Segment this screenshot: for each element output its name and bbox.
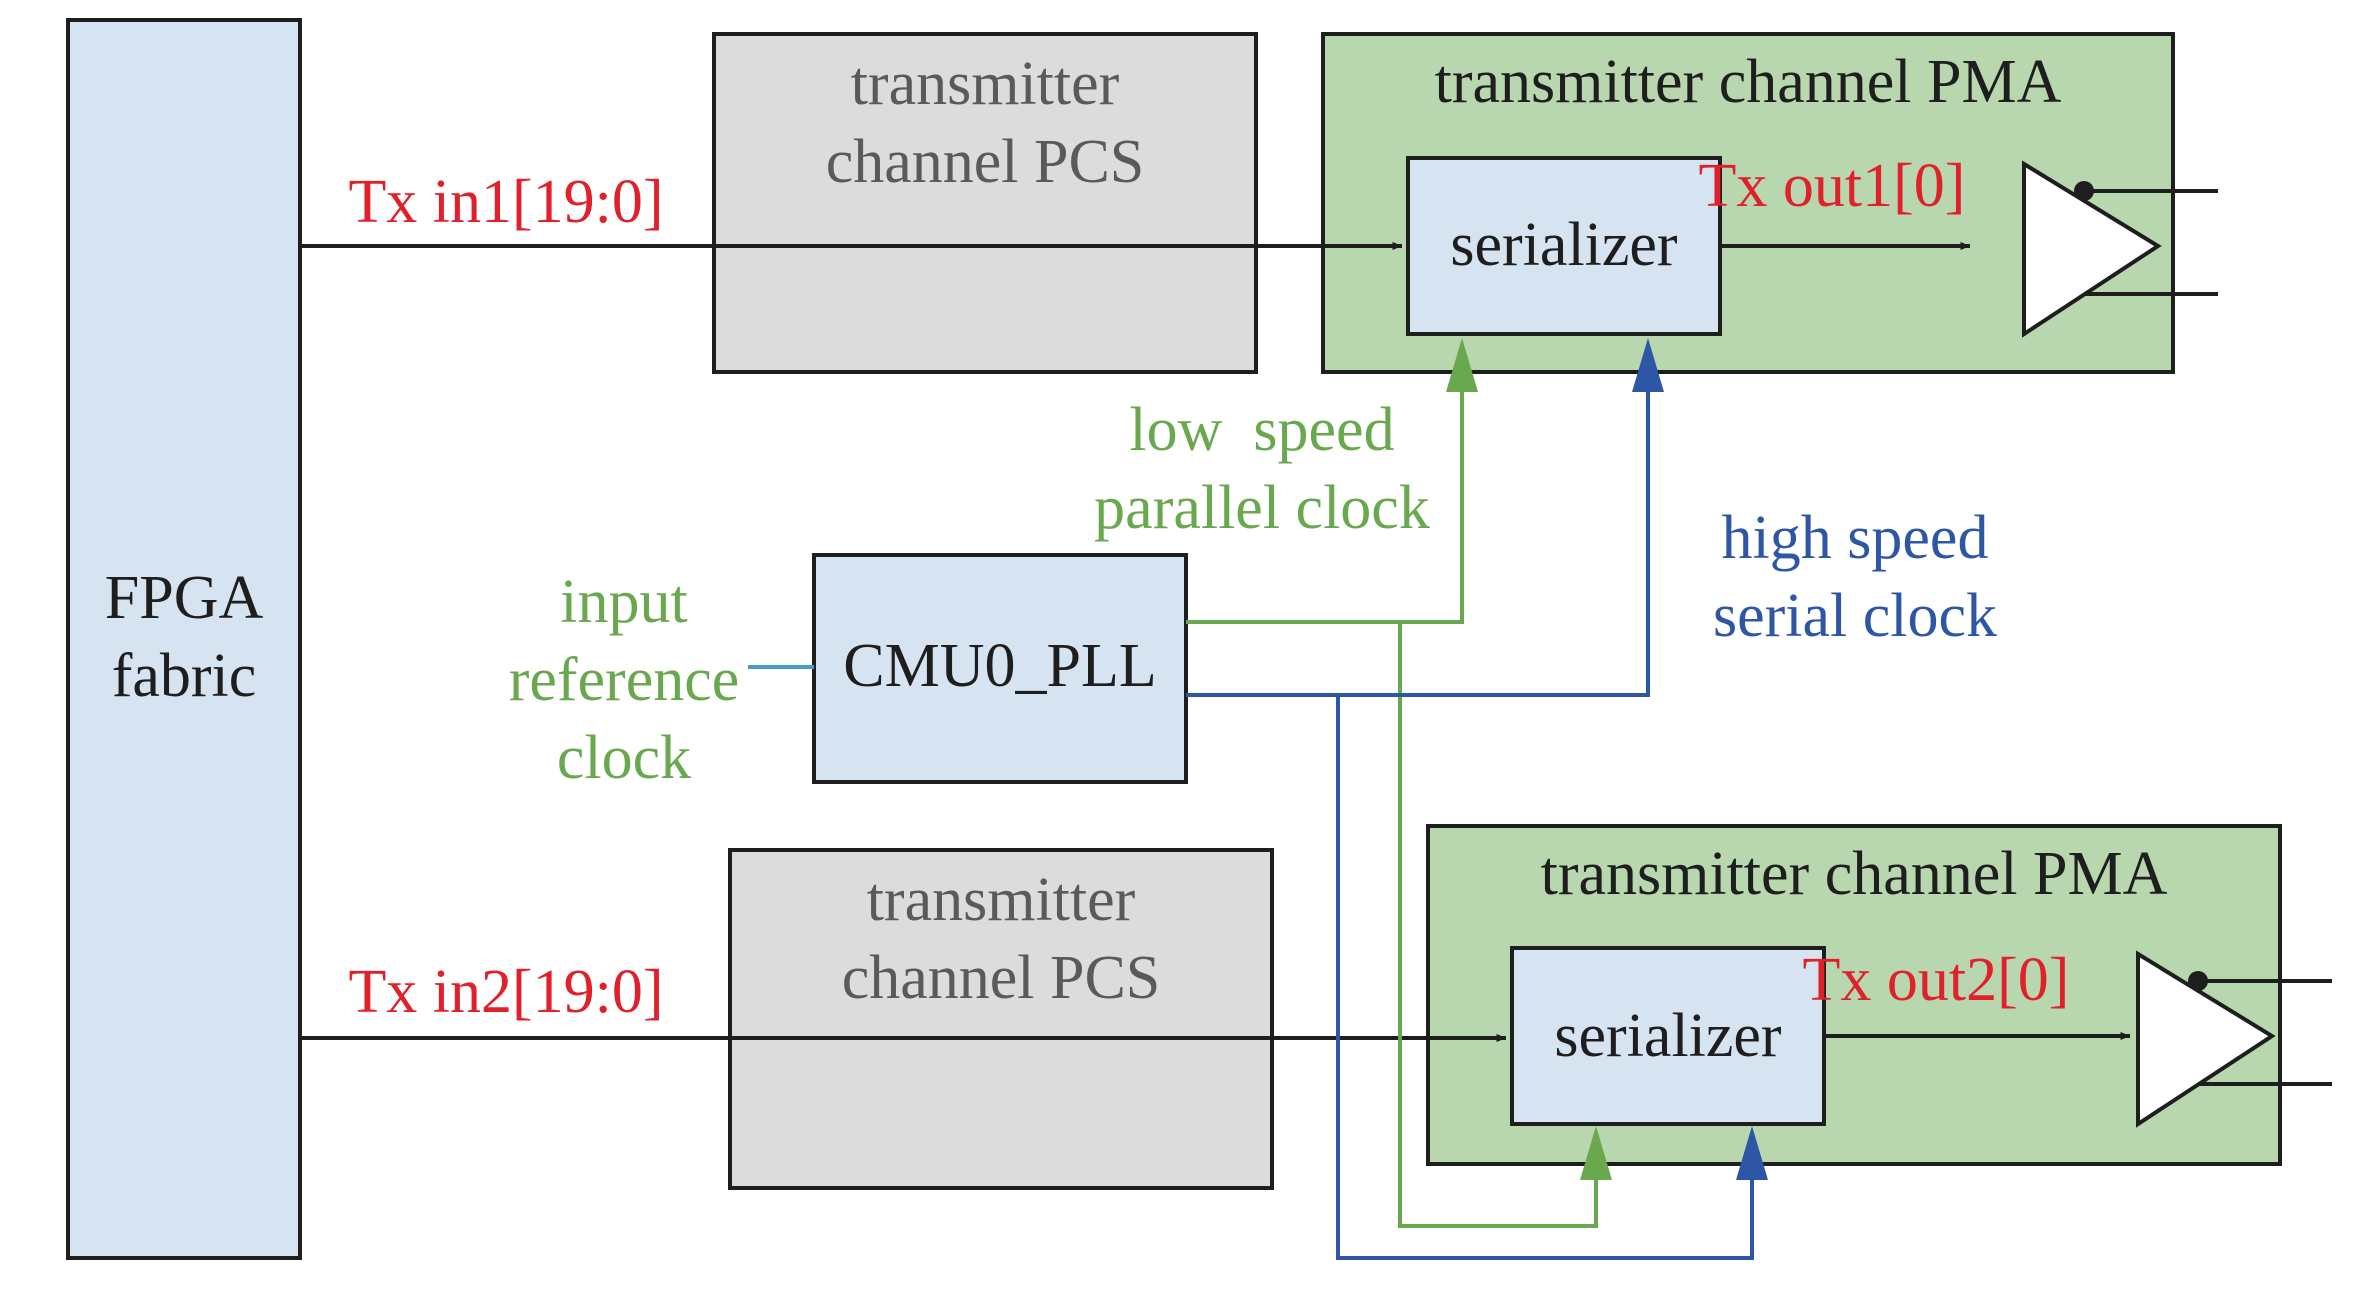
pcs-block-1: transmitter channel PCS (712, 32, 1258, 374)
pcs-block-2: transmitter channel PCS (728, 848, 1274, 1190)
tx-out1-label: Tx out1[0] (1699, 152, 1966, 220)
low-speed-clock-label-line2: parallel clock (1094, 474, 1430, 542)
pcs2-label-line2: channel PCS (842, 944, 1161, 1012)
tx-out2-label: Tx out2[0] (1803, 946, 2070, 1014)
pma1-title: transmitter channel PMA (1435, 48, 2062, 116)
input-ref-clock-label-line1: input (560, 568, 687, 636)
fpga-label-line2: fabric (112, 642, 257, 710)
fpga-fabric-block: FPGA fabric (66, 18, 302, 1260)
low-speed-clock-label-line1: low speed (1129, 396, 1394, 464)
output-driver-1 (2022, 160, 2218, 338)
fpga-label-line1: FPGA (105, 564, 264, 632)
high-speed-clock-label-line2: serial clock (1713, 582, 1997, 650)
high-speed-clock-arrow-2 (1736, 1126, 1768, 1180)
low-speed-clock-arrow-1 (1446, 338, 1478, 392)
low-speed-clock-wire-2 (1398, 622, 1598, 1228)
high-speed-clock-arrow-1 (1632, 338, 1664, 392)
input-ref-clock-label-line3: clock (557, 724, 691, 792)
serializer-block-1 (1406, 156, 1722, 336)
input-ref-clock-label-line2: reference (509, 646, 740, 714)
serializer1-label: serializer (1450, 211, 1678, 279)
output-driver-2 (2136, 950, 2332, 1128)
pll-label: CMU0_PLL (843, 632, 1156, 700)
pcs2-label-line1: transmitter (867, 866, 1136, 934)
serializer-block-2 (1510, 946, 1826, 1126)
pcs1-label-line1: transmitter (851, 50, 1120, 118)
high-speed-clock-wire-2 (1336, 695, 1754, 1260)
pma2-title: transmitter channel PMA (1541, 840, 2168, 908)
pcs1-label-line2: channel PCS (826, 128, 1145, 196)
tx-in1-label: Tx in1[19:0] (348, 168, 663, 236)
pll-block: CMU0_PLL (812, 553, 1188, 784)
high-speed-clock-label-line1: high speed (1722, 504, 1989, 572)
low-speed-clock-wire-1 (1186, 366, 1464, 624)
low-speed-clock-arrow-2 (1580, 1126, 1612, 1180)
tx-in2-label: Tx in2[19:0] (348, 958, 663, 1026)
serializer2-label: serializer (1554, 1002, 1782, 1070)
